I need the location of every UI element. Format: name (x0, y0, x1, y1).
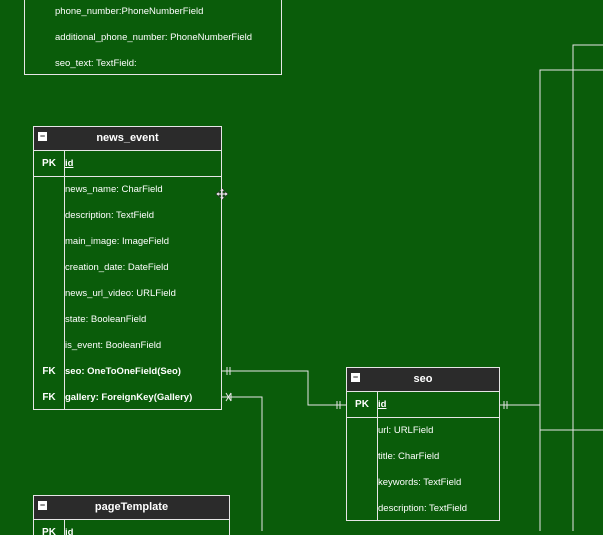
field-text: news_url_video: URLField (65, 288, 176, 299)
key-column-divider (64, 151, 65, 409)
fk-row[interactable]: FK seo: OneToOneField(Seo) (34, 359, 221, 385)
field-text: id (378, 399, 387, 410)
entity-title: news_event (96, 132, 159, 144)
field-text: title: CharField (378, 451, 440, 462)
field-text: seo: OneToOneField(Seo) (65, 366, 181, 377)
field-text: creation_date: DateField (65, 262, 169, 273)
entity-page-template[interactable]: − pageTemplate PK id (33, 495, 230, 535)
fk-row[interactable]: FK gallery: ForeignKey(Gallery) (34, 385, 221, 409)
entity-header[interactable]: − news_event (34, 127, 221, 151)
field-row[interactable]: news_url_video: URLField (34, 281, 221, 307)
field-text: phone_number:PhoneNumberField (55, 6, 204, 17)
field-row[interactable]: state: BooleanField (34, 307, 221, 333)
field-text: gallery: ForeignKey(Gallery) (65, 392, 193, 403)
field-text: state: BooleanField (65, 314, 147, 325)
field-text: url: URLField (378, 425, 434, 436)
right-connector-2 (572, 44, 603, 531)
field-text: is_event: BooleanField (65, 340, 162, 351)
collapse-icon[interactable]: − (351, 372, 360, 382)
field-row[interactable]: seo_text: TextField: (25, 51, 281, 74)
entity-header[interactable]: − pageTemplate (34, 496, 229, 520)
field-text: news_name: CharField (65, 184, 163, 195)
pk-row[interactable]: PK id (347, 392, 499, 418)
entity-seo[interactable]: − seo PK id url: URLField title: CharFie… (346, 367, 500, 521)
field-row[interactable]: main_image: ImageField (34, 229, 221, 255)
key-label: PK (42, 158, 56, 169)
field-text: main_image: ImageField (65, 236, 170, 247)
field-row[interactable]: description: TextField (34, 203, 221, 229)
field-row[interactable]: is_event: BooleanField (34, 333, 221, 359)
right-connector-1 (539, 69, 603, 531)
entity-title: seo (413, 373, 433, 385)
pk-row[interactable]: PK id (34, 151, 221, 177)
key-column-divider (377, 392, 378, 520)
entity-title: pageTemplate (94, 501, 169, 513)
field-text: additional_phone_number: PhoneNumberFiel… (55, 32, 252, 43)
key-label: FK (42, 392, 56, 403)
field-text: description: TextField (378, 503, 468, 514)
field-text: seo_text: TextField: (55, 58, 137, 69)
field-row[interactable]: title: CharField (347, 444, 499, 470)
field-text: keywords: TextField (378, 477, 462, 488)
field-row[interactable]: description: TextField (347, 496, 499, 520)
entity-header[interactable]: − seo (347, 368, 499, 392)
key-label: PK (355, 399, 369, 410)
field-row[interactable]: phone_number:PhoneNumberField (25, 0, 281, 25)
top-entity[interactable]: phone_number:PhoneNumberField additional… (24, 0, 282, 75)
field-row[interactable]: url: URLField (347, 418, 499, 444)
field-row[interactable]: keywords: TextField (347, 470, 499, 496)
field-text: id (65, 158, 74, 169)
collapse-icon[interactable]: − (38, 131, 47, 141)
entity-news-event[interactable]: − news_event PK id news_name: CharField … (33, 126, 222, 410)
field-row[interactable]: creation_date: DateField (34, 255, 221, 281)
seo-relation-line (222, 370, 346, 406)
collapse-icon[interactable]: − (38, 500, 47, 510)
field-row[interactable]: news_name: CharField (34, 177, 221, 203)
pk-row[interactable]: PK id (34, 520, 229, 535)
key-column-divider (64, 520, 65, 535)
key-label: FK (42, 366, 56, 377)
field-row[interactable]: additional_phone_number: PhoneNumberFiel… (25, 25, 281, 51)
key-label: PK (42, 527, 56, 535)
field-text: description: TextField (65, 210, 155, 221)
field-text: id (65, 527, 74, 535)
